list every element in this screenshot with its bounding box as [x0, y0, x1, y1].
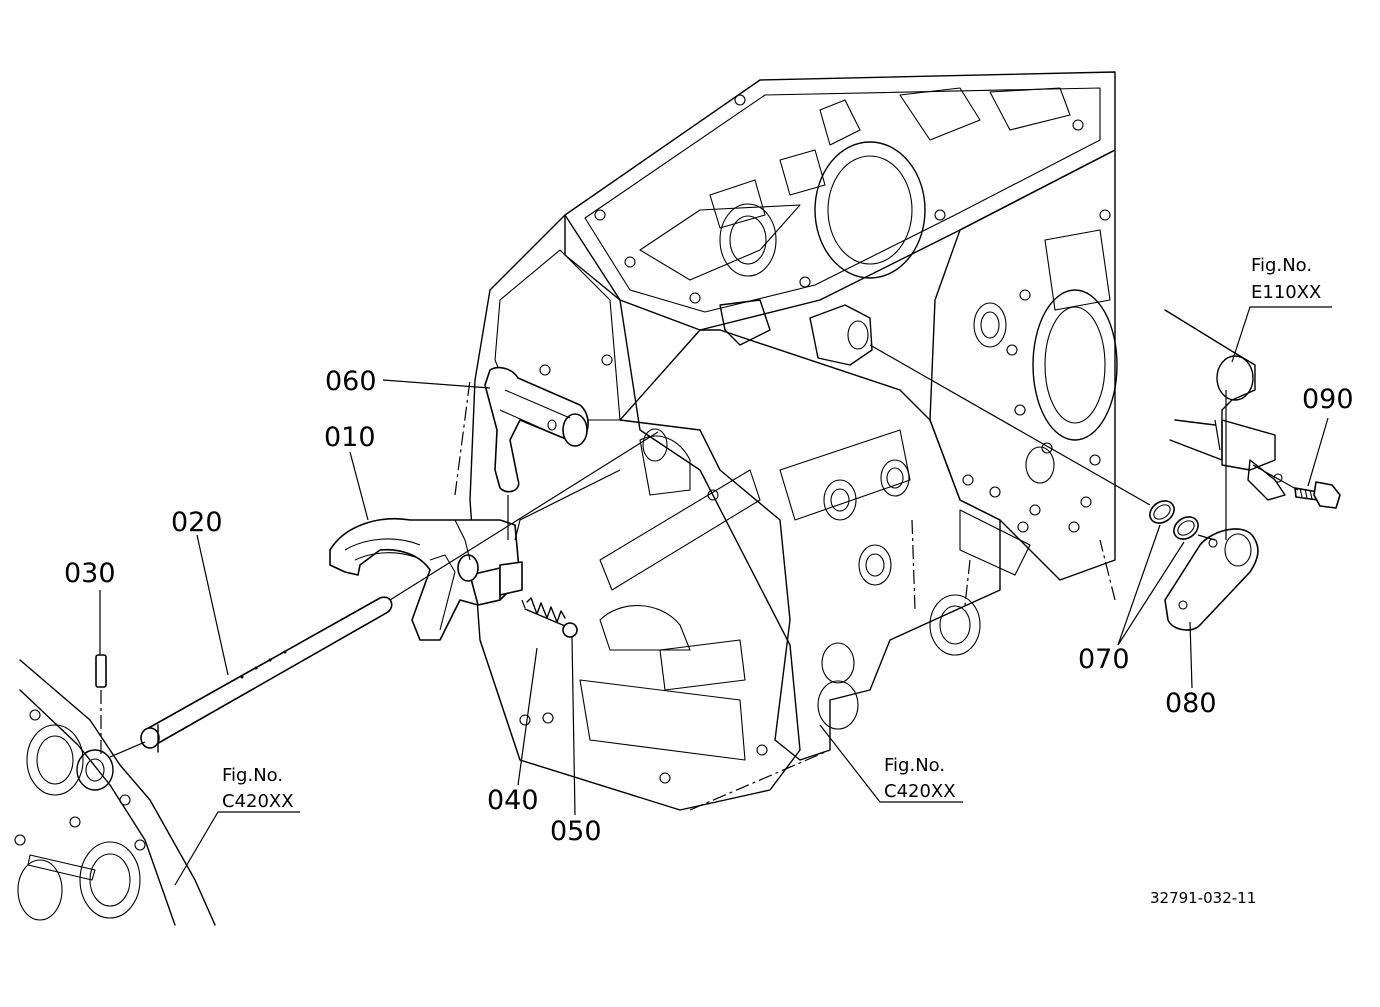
callout-050: 050 — [550, 816, 602, 847]
callout-leaders — [99, 306, 1332, 886]
shift-arm-060 — [484, 366, 589, 493]
spring-pin-030 — [95, 654, 107, 758]
assembly-lines — [109, 344, 1299, 758]
callout-070: 070 — [1078, 644, 1130, 675]
fig-ref-left-code: C420XX — [222, 791, 294, 812]
figure-references: Fig.No. C420XX Fig.No. C420XX Fig.No. E1… — [222, 255, 1321, 812]
front-housing-flange — [14, 659, 216, 926]
fig-ref-left-label: Fig.No. — [222, 765, 283, 786]
fig-ref-center-label: Fig.No. — [884, 755, 945, 776]
shift-rod-020 — [140, 596, 393, 753]
fig-ref-center-code: C420XX — [884, 781, 956, 802]
transmission-case — [454, 71, 1118, 811]
cover-plate-080 — [1164, 528, 1259, 631]
callout-labels: 060 010 020 030 040 050 070 080 090 — [64, 366, 1354, 847]
bolt-090 — [1294, 481, 1341, 509]
fig-ref-right-code: E110XX — [1251, 282, 1321, 303]
shift-fork-010 — [329, 518, 523, 641]
callout-060: 060 — [325, 366, 377, 397]
callout-090: 090 — [1302, 384, 1354, 415]
callout-010: 010 — [324, 422, 376, 453]
callout-040: 040 — [487, 785, 539, 816]
o-rings-070 — [1149, 500, 1199, 540]
callout-020: 020 — [171, 507, 223, 538]
detent-spring-040 — [524, 597, 566, 627]
callout-080: 080 — [1165, 688, 1217, 719]
drawing-number: 32791-032-11 — [1150, 889, 1256, 907]
callout-030: 030 — [64, 558, 116, 589]
fig-ref-right-label: Fig.No. — [1251, 255, 1312, 276]
detent-ball-050 — [562, 622, 578, 638]
pto-housing — [1164, 309, 1286, 501]
